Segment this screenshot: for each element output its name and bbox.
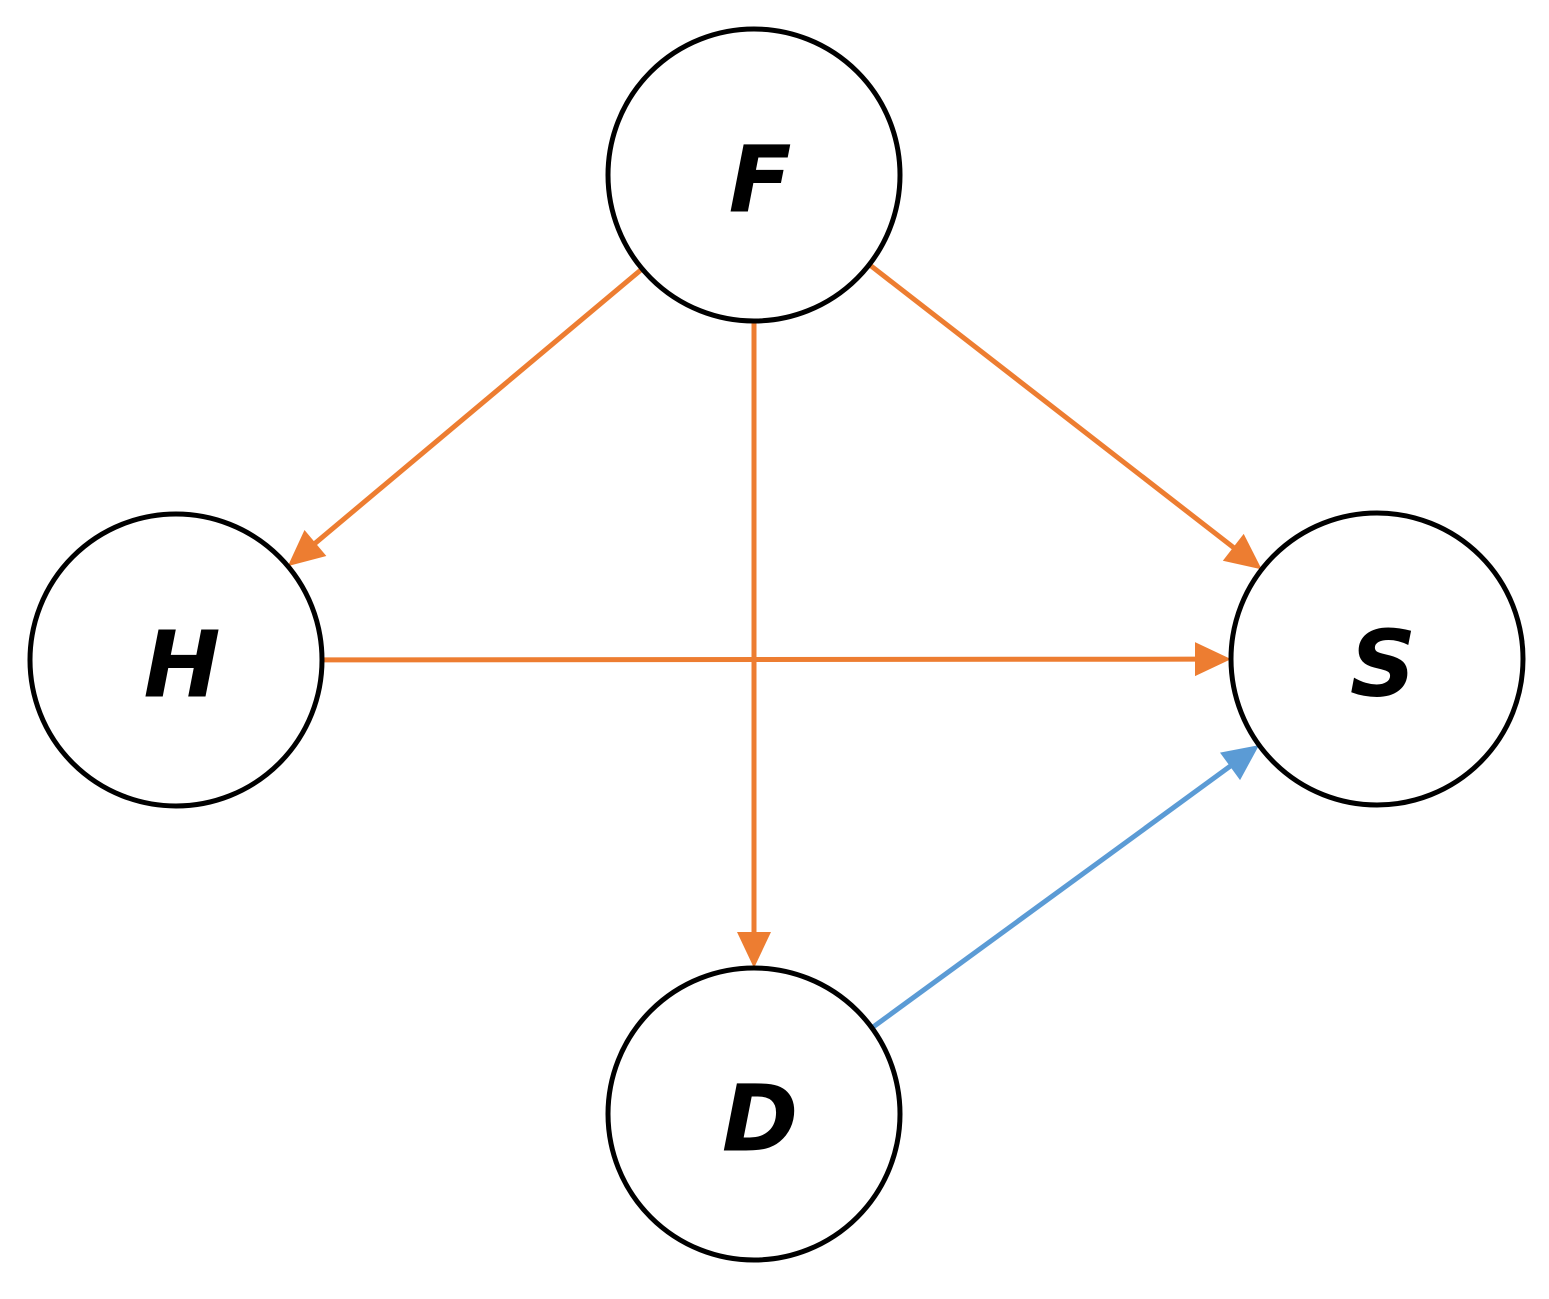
node-d-label: D bbox=[722, 1066, 798, 1173]
edge-d-to-s bbox=[870, 745, 1260, 1030]
node-s: S bbox=[1228, 510, 1526, 808]
node-d: D bbox=[605, 965, 903, 1263]
edge-f-to-s bbox=[867, 262, 1262, 570]
edge-line bbox=[312, 266, 644, 547]
edge-f-to-d bbox=[737, 321, 771, 968]
node-h-circle bbox=[27, 511, 325, 809]
arrowhead-icon bbox=[1194, 642, 1231, 677]
arrowhead-icon bbox=[737, 932, 771, 968]
node-f: F bbox=[605, 26, 903, 324]
node-f-circle bbox=[605, 26, 903, 324]
edge-h-to-s bbox=[321, 642, 1231, 677]
node-h: H bbox=[27, 511, 325, 809]
nodes-layer: F H S D bbox=[27, 26, 1526, 1263]
node-f-label: F bbox=[729, 127, 792, 234]
arrowhead-icon bbox=[1219, 745, 1260, 781]
node-h-label: H bbox=[144, 612, 221, 719]
node-s-label: S bbox=[1350, 611, 1416, 718]
node-s-circle bbox=[1228, 510, 1526, 808]
edge-line bbox=[867, 262, 1237, 551]
edge-line bbox=[870, 763, 1234, 1030]
edges-layer bbox=[287, 262, 1262, 1030]
node-d-circle bbox=[605, 965, 903, 1263]
arrowhead-icon bbox=[1222, 533, 1262, 570]
edge-f-to-h bbox=[287, 266, 644, 567]
arrowhead-icon bbox=[287, 529, 327, 567]
edge-line bbox=[321, 656, 1198, 663]
